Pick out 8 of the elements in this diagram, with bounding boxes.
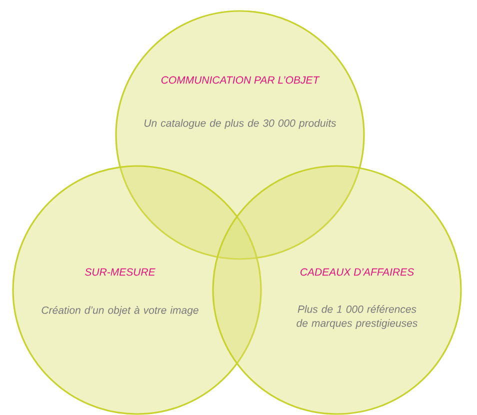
body-text: Création d’un objet à votre image bbox=[42, 306, 198, 316]
venn-circle bbox=[212, 165, 462, 415]
body-text: Un catalogue de plus de 30 000 produits bbox=[144, 119, 336, 129]
body-text: Plus de 1 000 références de marques prestigieuses bbox=[296, 305, 418, 329]
venn-circle bbox=[12, 165, 262, 415]
title-text: SUR-MESURE bbox=[85, 268, 156, 276]
title-text: CADEAUX D’AFFAIRES bbox=[300, 268, 414, 276]
title-text: COMMUNICATION PAR L’OBJET bbox=[161, 76, 320, 84]
